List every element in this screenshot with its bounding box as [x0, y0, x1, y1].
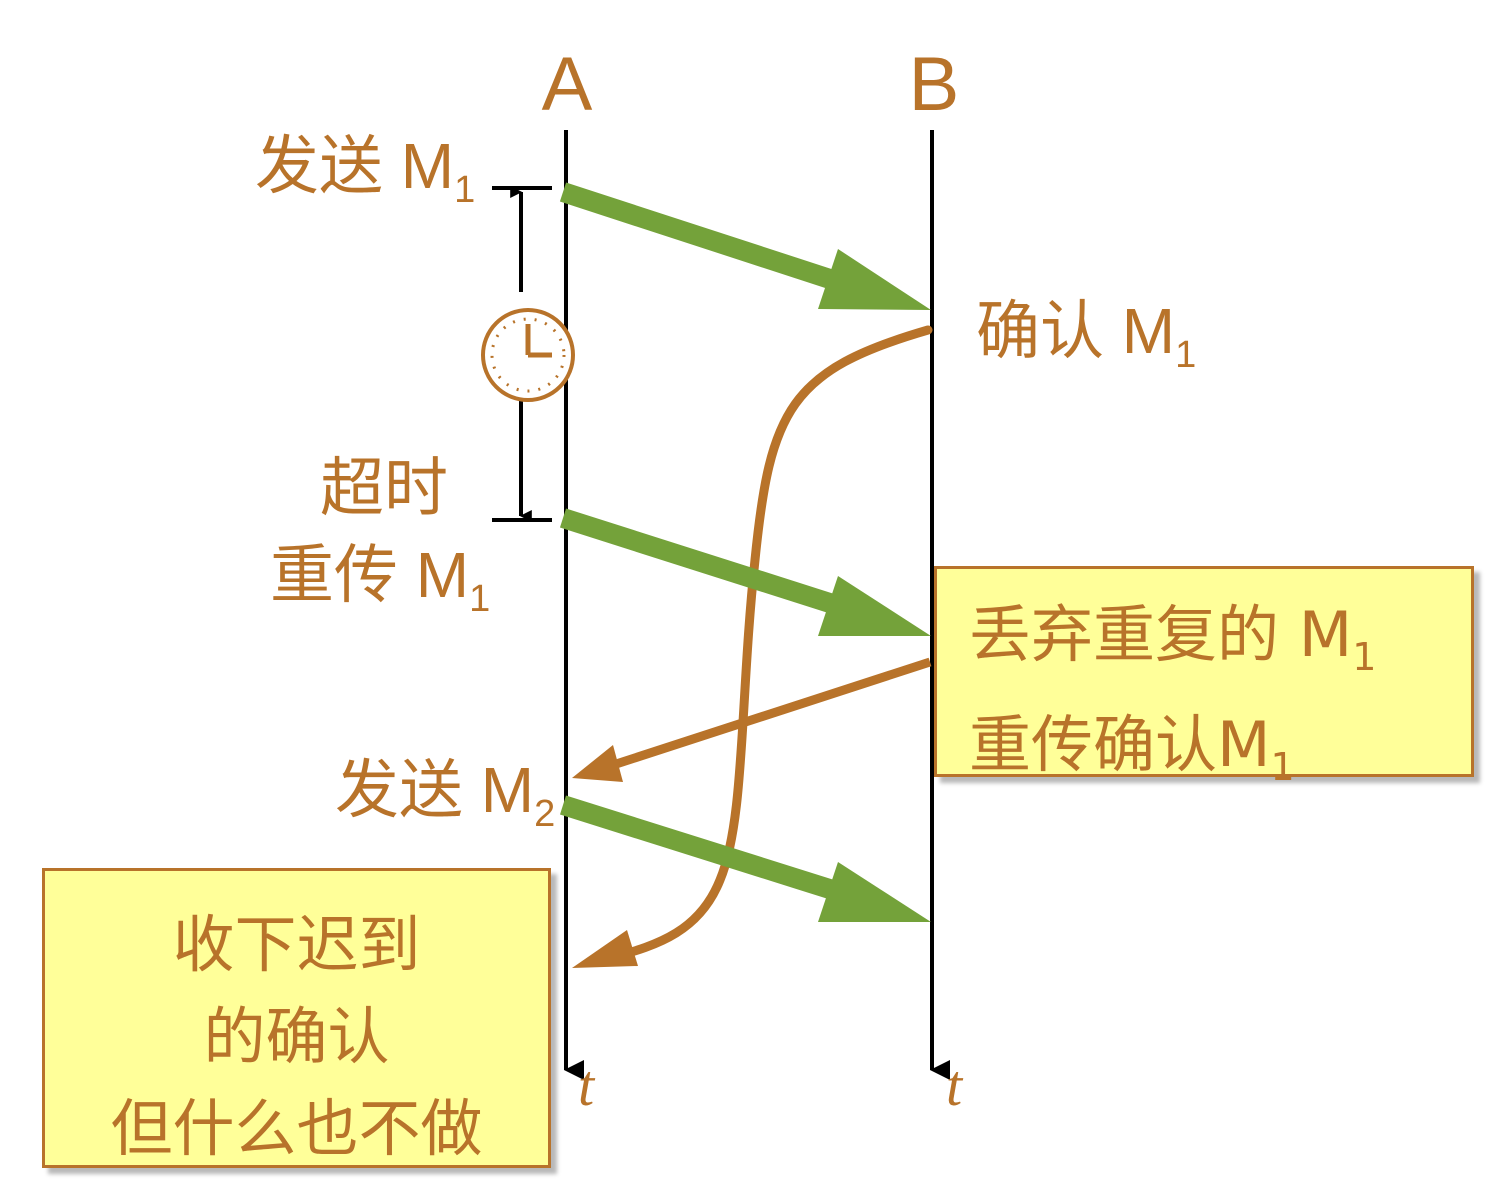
note-accept-late-ack: 收下迟到 的确认 但什么也不做 — [42, 868, 551, 1168]
frame-m1-arrow — [559, 182, 840, 291]
frame-m1-resend-arrowhead — [818, 576, 931, 636]
note-discard-line1: 丢弃重复的 M1 — [969, 598, 1377, 679]
late-ack-m1-arrowhead — [572, 930, 638, 968]
event-send-m2-label: 发送 M2 — [335, 754, 555, 835]
note-accept-line1: 收下迟到 — [172, 908, 421, 981]
late-ack-m1-arrow — [605, 325, 933, 963]
note-discard-line2: 重传确认M1 — [969, 708, 1295, 789]
clock-icon — [481, 308, 575, 402]
frame-m1-resend-arrow — [559, 508, 840, 615]
resent-ack-m1-arrowhead — [572, 745, 623, 782]
note-discard-duplicate: 丢弃重复的 M1 重传确认M1 — [934, 566, 1474, 789]
node-b-label: B — [909, 42, 960, 127]
frame-m1-arrowhead — [818, 249, 931, 310]
event-resend-m1-label: 重传 M1 — [270, 539, 490, 620]
event-send-m1-label: 发送 M1 — [255, 130, 475, 211]
frame-m2-arrow — [559, 795, 840, 901]
event-ack-m1-label: 确认 M1 — [976, 295, 1196, 376]
frame-m2-arrowhead — [818, 862, 931, 922]
node-a-label: A — [542, 42, 593, 127]
timeline-a-t-label: t — [578, 1053, 596, 1118]
event-timeout-label: 超时 — [320, 452, 448, 524]
note-accept-line3: 但什么也不做 — [110, 1092, 483, 1165]
resent-ack-m1-arrow — [608, 657, 932, 771]
note-accept-line2: 的确认 — [203, 1000, 390, 1073]
timeline-b-t-label: t — [946, 1053, 964, 1118]
